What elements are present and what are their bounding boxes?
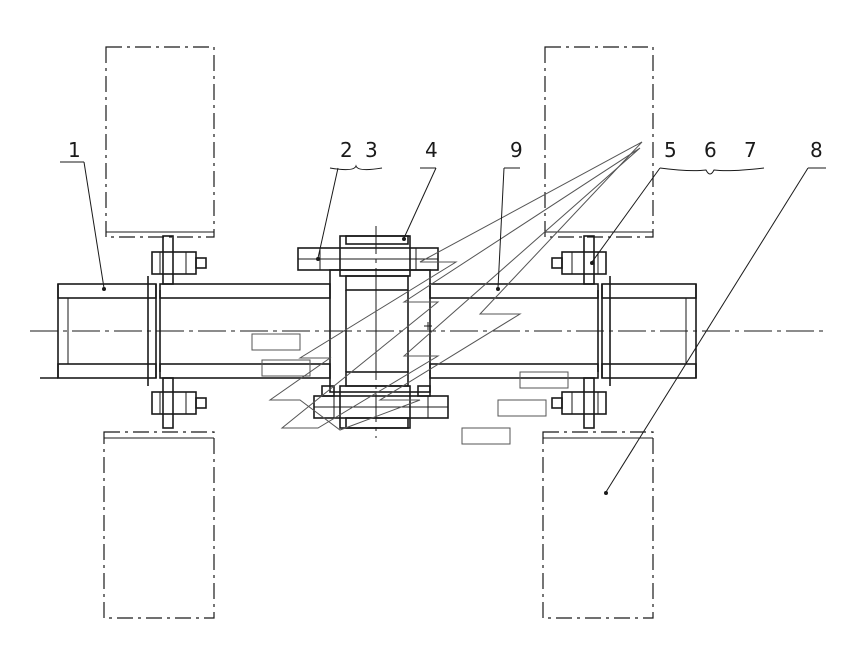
bolt-left-bottom — [151, 377, 207, 429]
callout-1: 1 — [68, 138, 81, 162]
left-shaft-tube — [40, 276, 161, 386]
callout-4: 4 — [425, 138, 438, 162]
central-coupling — [297, 226, 449, 438]
bolt-right-bottom — [551, 377, 607, 429]
phantom-block-top-left — [105, 46, 215, 238]
callout-5: 5 — [664, 138, 677, 162]
callout-7: 7 — [744, 138, 757, 162]
watermark-shape — [251, 141, 643, 445]
bolt-right-top — [551, 235, 607, 285]
callout-2: 2 — [340, 138, 353, 162]
callout-8: 8 — [810, 138, 823, 162]
bolt-left-top — [151, 235, 207, 285]
callout-3: 3 — [365, 138, 378, 162]
callout-9: 9 — [510, 138, 523, 162]
right-shaft-tube — [597, 276, 697, 386]
phantom-block-bottom-right — [542, 431, 654, 619]
callout-6: 6 — [704, 138, 717, 162]
phantom-block-top-right — [544, 46, 654, 238]
phantom-block-bottom-left — [103, 431, 215, 619]
leader-lines — [60, 161, 826, 495]
